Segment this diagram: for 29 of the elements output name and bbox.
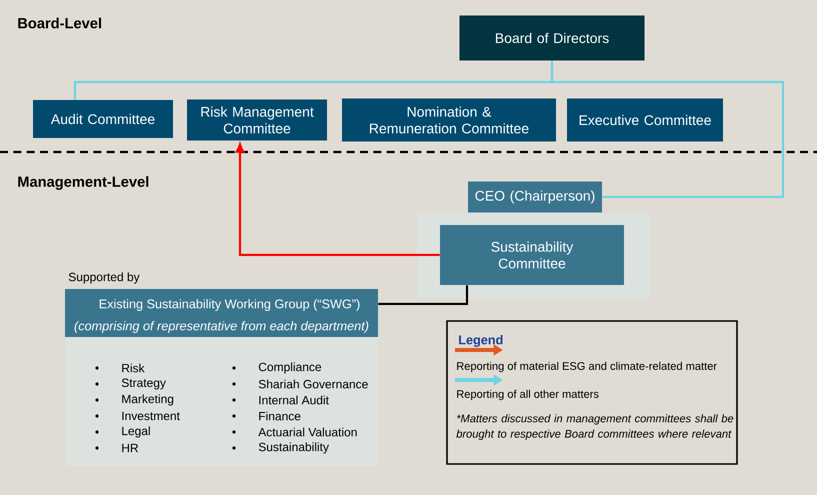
board-box: Board of Directors [459,15,645,61]
committee-box: Risk Management Committee [187,99,327,141]
committee-box: Executive Committee [567,98,723,142]
section-heading: Board-Level [18,18,101,28]
bullet-item: Legal [95,426,150,438]
committee-box: Nomination & Remuneration Committee [342,98,556,142]
bullet-item: Sustainability [232,442,329,454]
legend-heading: Legend [459,335,502,347]
bullet-item: Shariah Governance [232,380,368,388]
bullet-item: Strategy [95,378,166,390]
committee-box: Audit Committee [33,100,173,138]
bullet-item: HR [95,444,138,452]
connector-line [236,143,440,256]
bullet-item: Risk [95,364,145,372]
bullet-item: Internal Audit [232,396,329,404]
section-heading: Management-Level [18,176,148,190]
chairperson-box: CEO (Chairperson) [468,182,602,212]
connector-line [378,285,468,306]
bullet-item: Marketing [95,394,174,406]
committee-box: Sustainability Committee [440,225,624,285]
connector-line [550,60,784,198]
caption-text: Supported by [68,272,140,284]
legend-text: Reporting of all other matters [457,390,599,400]
bullet-item: Investment [95,412,180,420]
bullet-item: Actuarial Valuation [232,428,357,436]
legend-text: Reporting of material ESG and climate-related matter [457,362,717,372]
bullet-item: Finance [232,412,300,420]
note-text: *Matters discussed in management committees shall be brought to respective Board committees where relevant [456,414,734,440]
bullet-item: Compliance [232,362,322,374]
